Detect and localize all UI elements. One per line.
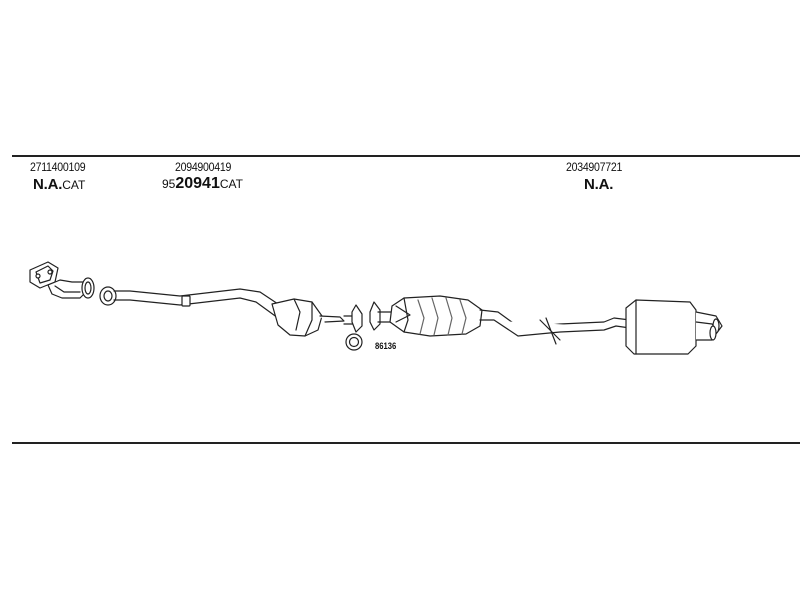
ring-part-label: 86136 [375, 341, 397, 351]
code-front-pipe-suffix: CAT [62, 178, 86, 192]
part-number-muffler: 2034907721 [566, 160, 623, 174]
rear-muffler [625, 299, 723, 355]
catalytic-converter [271, 298, 363, 337]
sealing-ring [345, 333, 363, 351]
center-silencer [389, 295, 483, 337]
code-front-pipe-main: N.A. [33, 176, 63, 193]
code-catalyst-suffix: CAT [219, 177, 243, 191]
top-divider-line [12, 155, 800, 157]
code-muffler: N.A. [584, 176, 614, 193]
intermediate-pipe [99, 286, 285, 319]
center-flange [369, 301, 395, 331]
code-catalyst: 9520941CAT [162, 175, 243, 193]
code-catalyst-prefix: 95 [162, 177, 176, 191]
bottom-divider-line [12, 442, 800, 444]
code-catalyst-main: 20941 [175, 175, 220, 192]
code-front-pipe: N.A.CAT [33, 176, 85, 194]
part-number-catalyst: 2094900419 [175, 160, 232, 174]
rear-pipe [479, 309, 631, 345]
front-downpipe [29, 261, 95, 299]
part-number-front-pipe: 2711400109 [30, 160, 86, 174]
